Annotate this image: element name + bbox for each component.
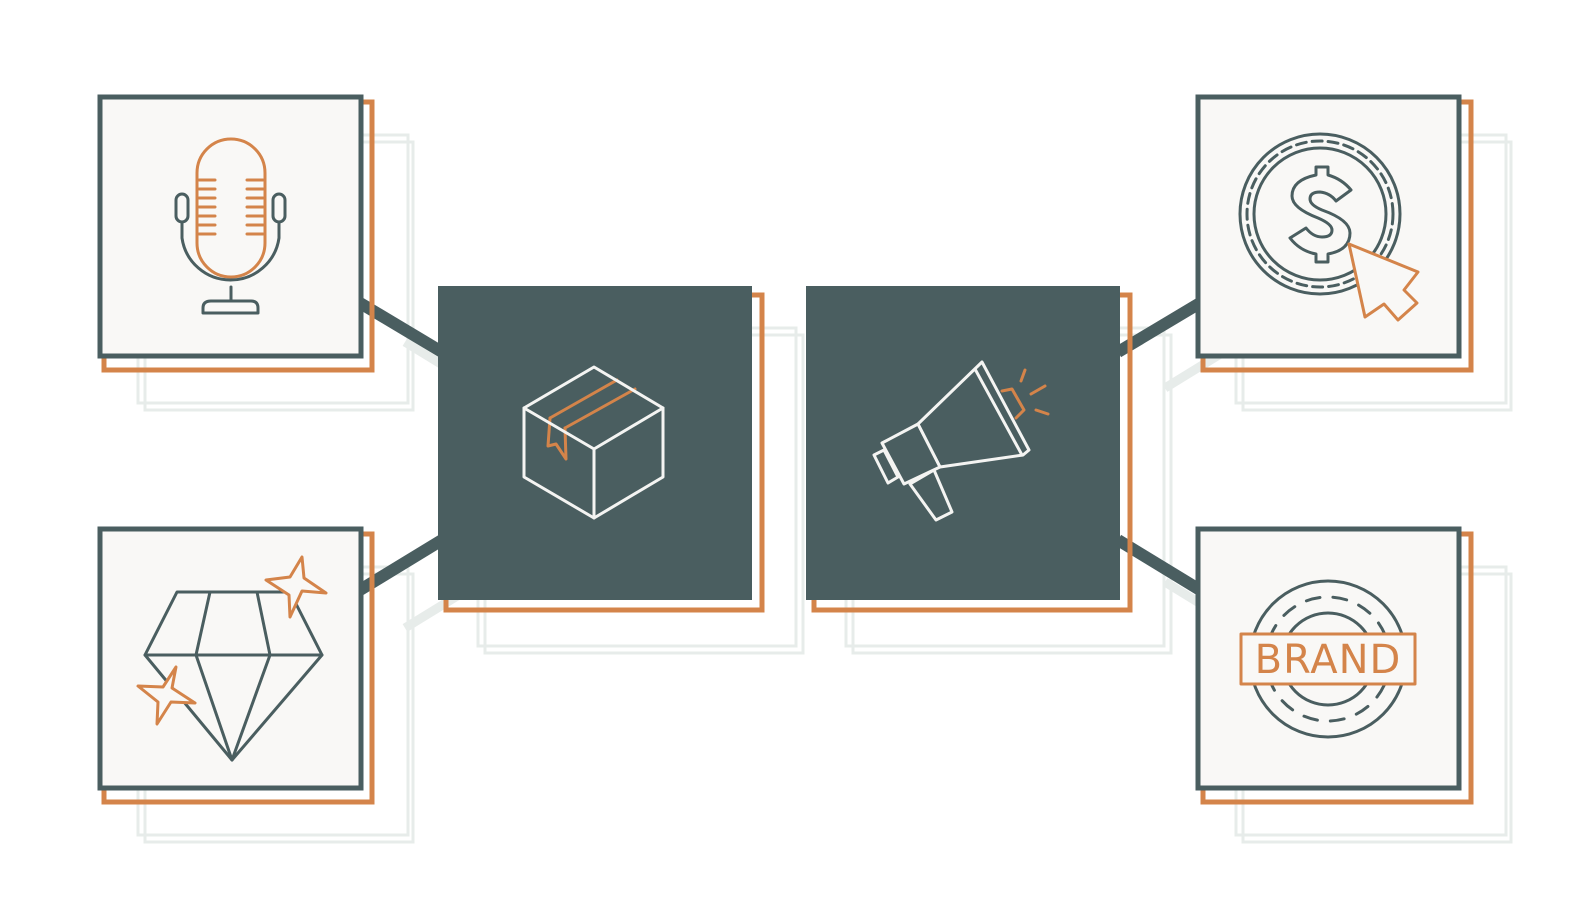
brand-stamp-text: BRAND <box>1255 637 1402 683</box>
brand-stamp-icon: BRAND <box>1239 579 1417 739</box>
package-box-icon <box>522 365 665 520</box>
card-product <box>438 286 765 613</box>
dollar-coin-cursor-icon <box>1238 132 1420 322</box>
microphone-icon <box>174 137 287 315</box>
megaphone-icon <box>872 360 1050 522</box>
card-payment <box>1195 94 1474 373</box>
card-premium <box>97 526 375 805</box>
card-promotion <box>806 286 1133 613</box>
diamond-sparkles-icon <box>136 555 328 762</box>
